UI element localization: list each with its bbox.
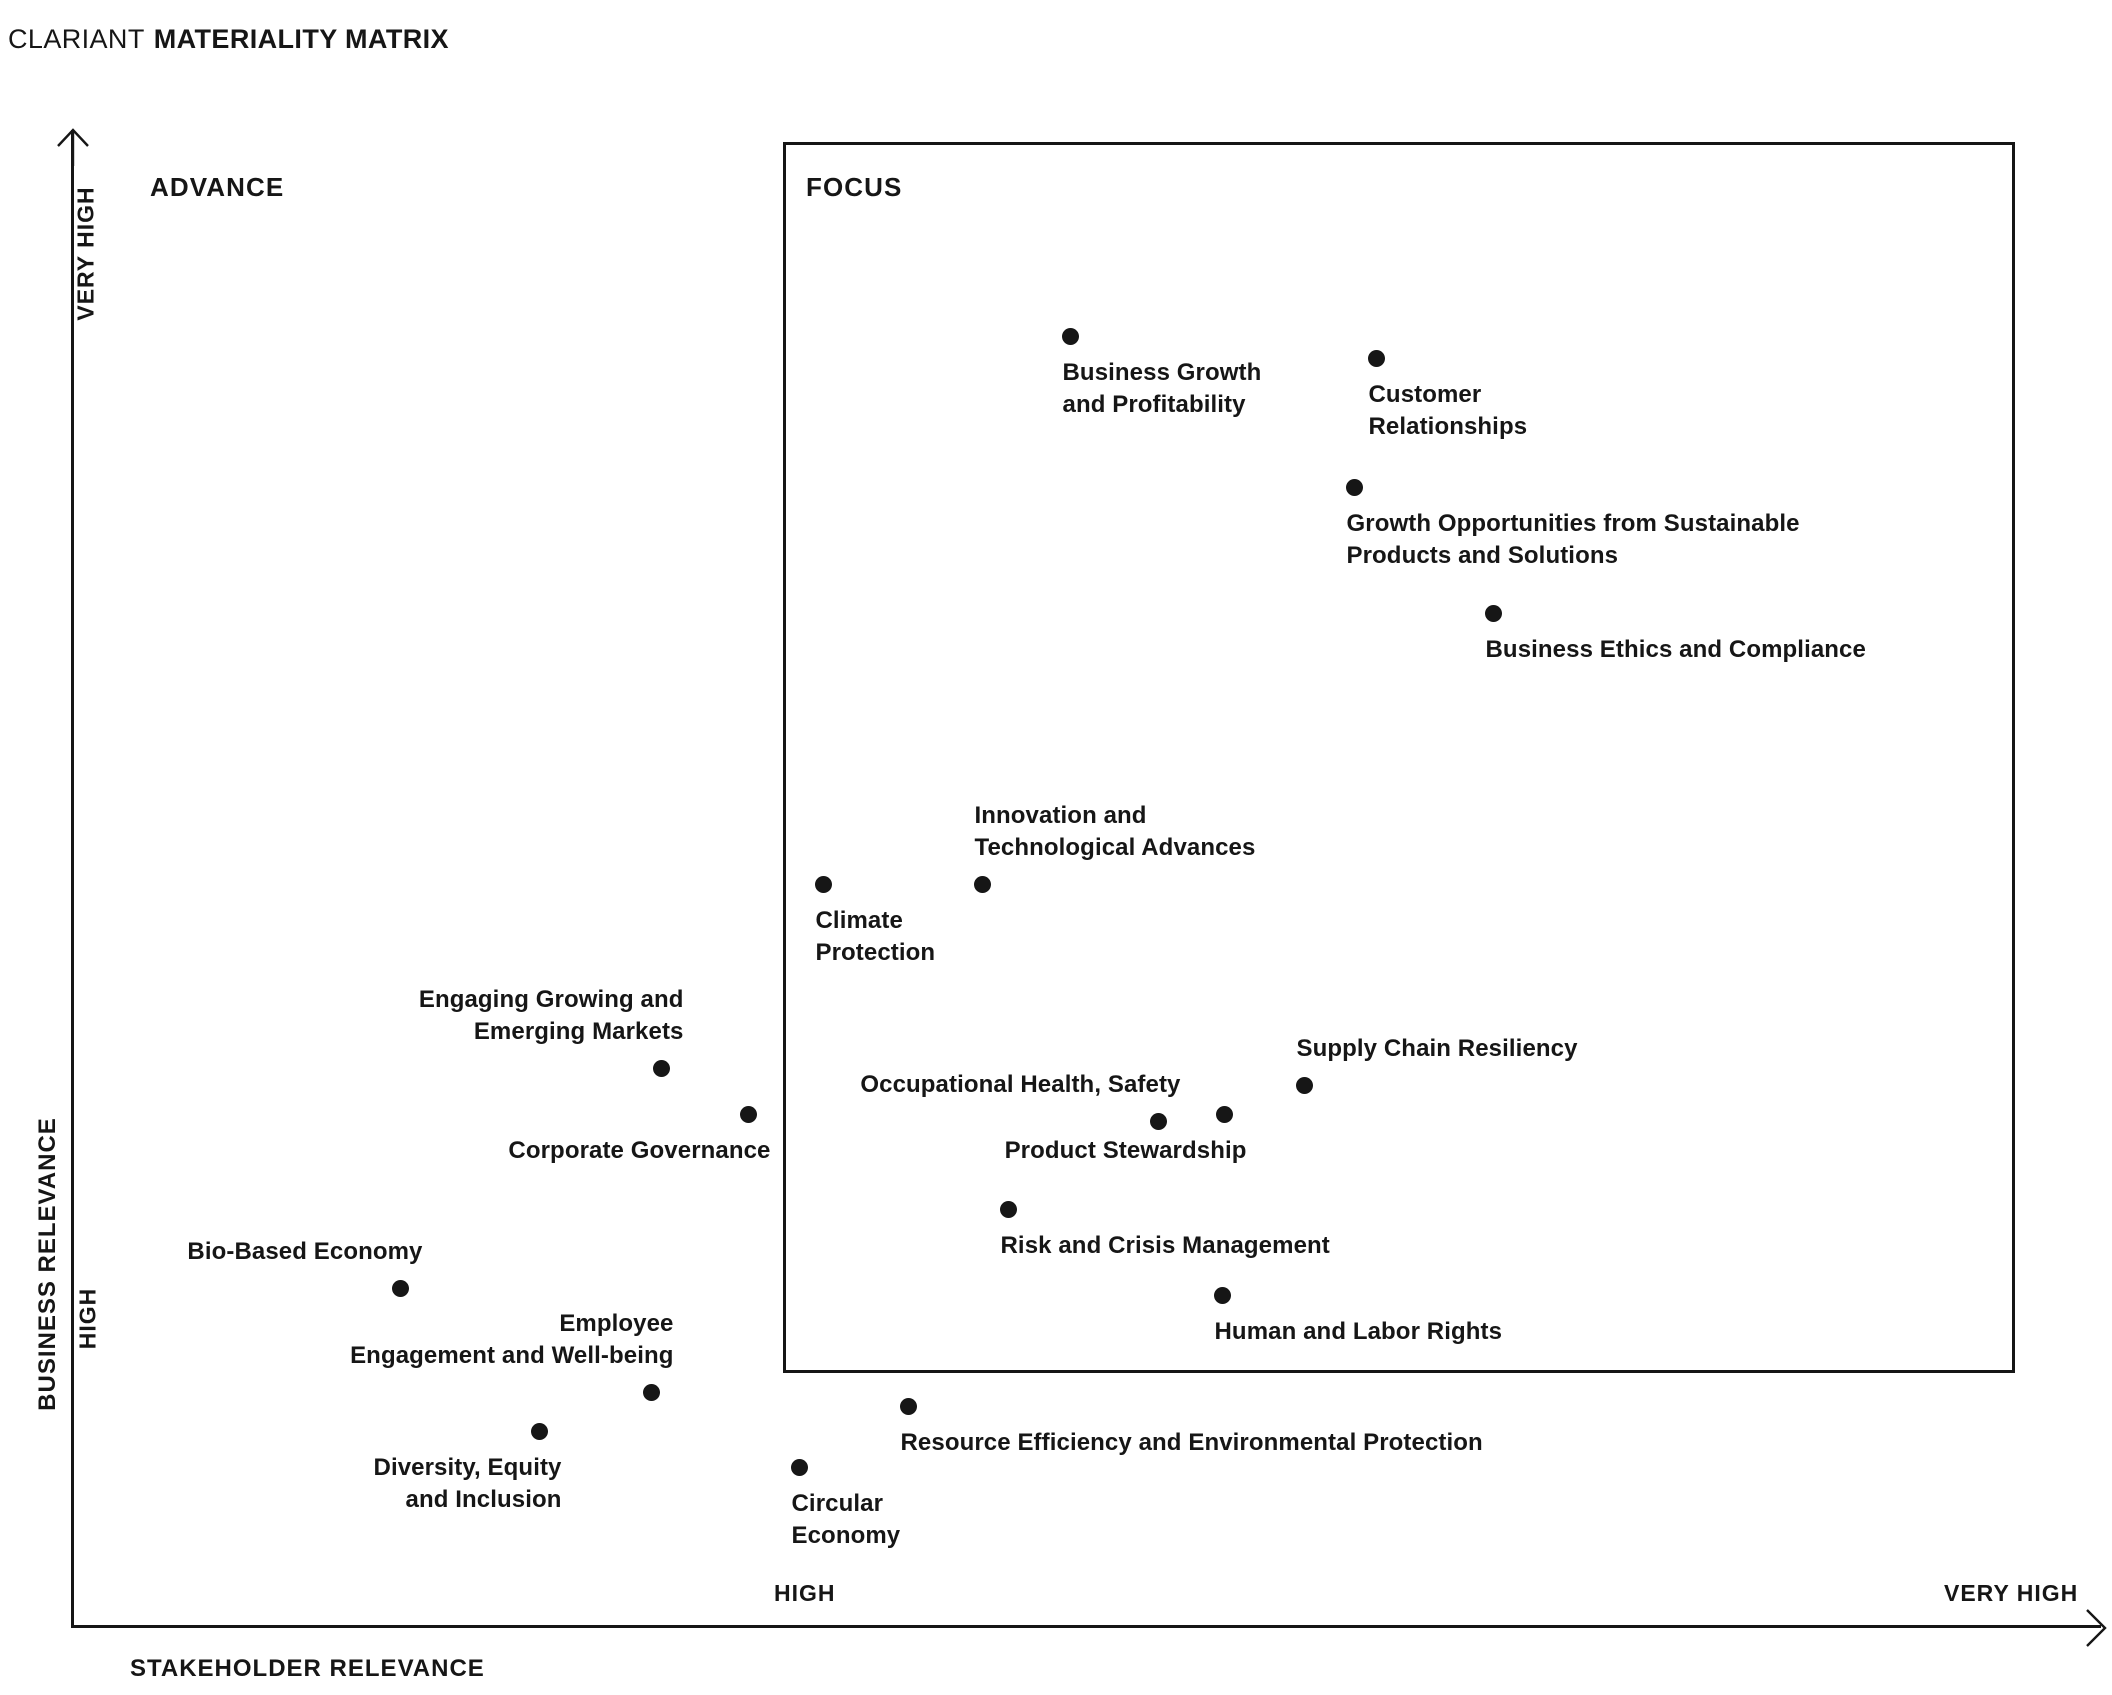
data-point xyxy=(973,875,991,893)
y-axis-arrow-icon xyxy=(57,128,89,166)
x-axis-tick-high: HIGH xyxy=(774,1580,836,1606)
x-axis-line xyxy=(71,1625,2101,1628)
data-point xyxy=(999,1200,1017,1218)
y-axis-line xyxy=(71,130,74,1627)
data-point xyxy=(1149,1112,1167,1130)
data-point-label: Corporate Governance xyxy=(508,1136,771,1164)
data-point xyxy=(739,1105,757,1123)
data-point-label: Business Ethics and Compliance xyxy=(1485,635,1866,663)
data-point-label: Bio-Based Economy xyxy=(187,1237,423,1265)
y-axis-tick-very-high: VERY HIGH xyxy=(72,186,99,321)
y-axis-title: BUSINESS RELEVANCE xyxy=(34,1117,61,1411)
data-point xyxy=(1215,1105,1233,1123)
data-point xyxy=(1213,1286,1231,1304)
page-title: CLARIANT MATERIALITY MATRIX xyxy=(8,24,449,55)
data-point-label: Product Stewardship xyxy=(1004,1136,1247,1164)
data-point xyxy=(530,1422,548,1440)
title-text: MATERIALITY MATRIX xyxy=(153,24,449,54)
data-point-label: Circular Economy xyxy=(791,1489,901,1549)
x-axis-arrow-icon xyxy=(2086,1609,2107,1647)
data-point-label: Climate Protection xyxy=(815,906,936,966)
data-point-label: Supply Chain Resiliency xyxy=(1296,1034,1578,1062)
data-point-label: Occupational Health, Safety xyxy=(860,1070,1181,1098)
data-point-label: Customer Relationships xyxy=(1368,380,1528,440)
focus-quadrant-box xyxy=(783,142,2015,1373)
data-point xyxy=(790,1458,808,1476)
data-point xyxy=(1484,604,1502,622)
data-point-label: Risk and Crisis Management xyxy=(1000,1231,1330,1259)
brand-name: CLARIANT xyxy=(8,24,145,54)
data-point-label: Resource Efficiency and Environmental Pr… xyxy=(900,1428,1483,1456)
quadrant-label-advance: ADVANCE xyxy=(150,172,285,202)
data-point-label: Diversity, Equity and Inclusion xyxy=(373,1453,562,1513)
data-point-label: Engaging Growing and Emerging Markets xyxy=(418,985,684,1045)
x-axis-tick-very-high: VERY HIGH xyxy=(1944,1580,2079,1606)
data-point xyxy=(391,1279,409,1297)
data-point xyxy=(1345,478,1363,496)
data-point xyxy=(1061,327,1079,345)
y-axis-tick-high: HIGH xyxy=(74,1287,101,1350)
data-point-label: Innovation and Technological Advances xyxy=(974,801,1256,861)
data-point-label: Employee Engagement and Well-being xyxy=(350,1309,674,1369)
data-point-label: Business Growth and Profitability xyxy=(1062,358,1262,418)
data-point-label: Growth Opportunities from Sustainable Pr… xyxy=(1346,509,1800,569)
quadrant-label-focus: FOCUS xyxy=(806,172,903,202)
x-axis-title: STAKEHOLDER RELEVANCE xyxy=(130,1655,485,1682)
data-point xyxy=(1367,349,1385,367)
data-point xyxy=(642,1383,660,1401)
data-point xyxy=(652,1059,670,1077)
data-point xyxy=(1295,1076,1313,1094)
data-point xyxy=(899,1397,917,1415)
data-point-label: Human and Labor Rights xyxy=(1214,1317,1503,1345)
data-point xyxy=(814,875,832,893)
